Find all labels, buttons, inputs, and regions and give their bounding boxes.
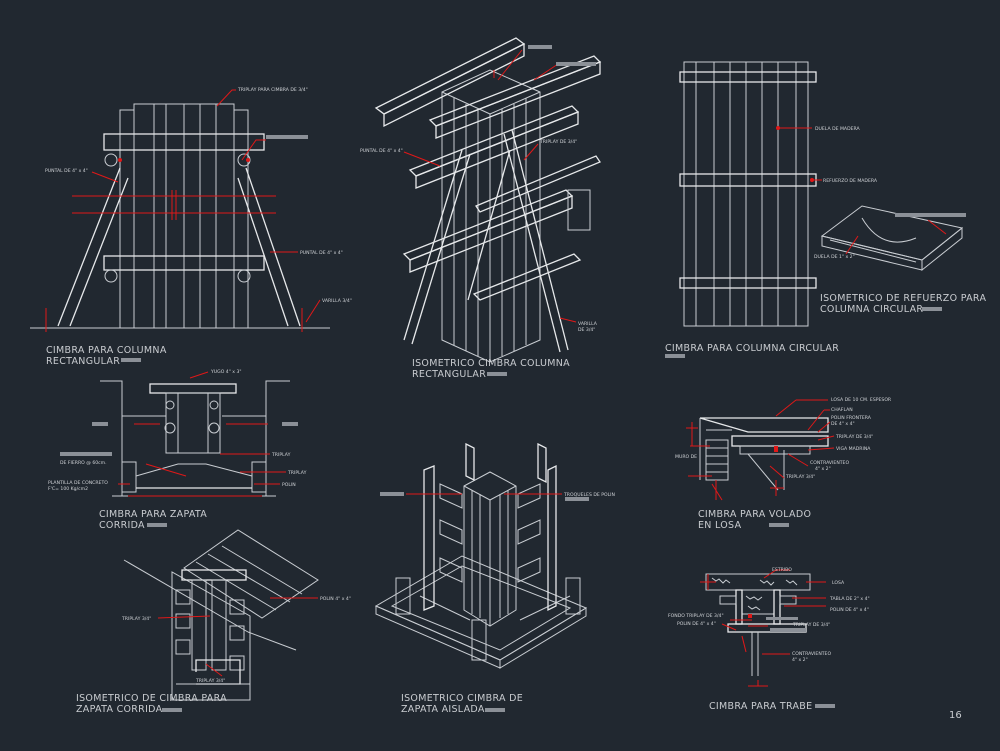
title-line-1: CIMBRA PARA COLUMNA CIRCULAR bbox=[665, 343, 839, 354]
label-yugo: YUGO 4" x 3" bbox=[210, 369, 242, 375]
label-chaflan: CHAFLAN bbox=[831, 407, 853, 413]
title-line-1: CIMBRA PARA VOLADO bbox=[698, 509, 811, 520]
label-polin: POLIN bbox=[282, 482, 296, 488]
label-polin-1: POLIN FRONTERA bbox=[831, 415, 872, 421]
label-polin-2: DE 4" x 4" bbox=[831, 421, 855, 427]
title-line-1: CIMBRA PARA TRABE bbox=[709, 701, 812, 712]
label-triplay: TRIPLAY PARA CIMBRA DE 3/4" bbox=[237, 87, 308, 93]
label-troqueles: TROQUELES DE POLIN bbox=[563, 492, 615, 498]
title-line-1: ISOMETRICO DE CIMBRA PARA bbox=[76, 693, 227, 704]
label-losa: LOSA bbox=[832, 580, 845, 586]
detail-circular-column-reinforcement-iso: DUELA DE 1" x 2" ISOMETRICO DE REFUERZO … bbox=[814, 205, 986, 315]
detail-isometric-rectangular-column: PUNTAL DE 4" x 4" TRIPLAY DE 3/4" VARILL… bbox=[360, 37, 602, 380]
title-line-2: COLUMNA CIRCULAR bbox=[820, 304, 923, 315]
label-losa: LOSA DE 10 CM. ESPESOR bbox=[831, 397, 892, 403]
label-triplay: TRIPLAY DE 3/4" bbox=[835, 434, 873, 440]
label-contra-2: 4" x 2" bbox=[815, 466, 831, 472]
title-line-1: ISOMETRICO DE REFUERZO PARA bbox=[820, 293, 986, 304]
label-tabla: TABLA DE 2" x 4" bbox=[829, 596, 870, 602]
detail-strip-footing-isometric: TRIPLAY 3/4" POLIN 4" x 4" TRIPLAY 3/4" … bbox=[76, 529, 351, 715]
detail-circular-column-formwork: DUELA DE MADERA REFUERZO DE MADERA CIMBR… bbox=[665, 61, 878, 358]
detail-slab-overhang-formwork: LOSA DE 10 CM. ESPESOR CHAFLAN POLIN FRO… bbox=[675, 397, 892, 531]
label-refuerzo: REFUERZO DE MADERA bbox=[823, 178, 878, 184]
label-varilla-1: VARILLA bbox=[578, 321, 598, 327]
title-line-2: CORRIDA bbox=[99, 520, 145, 531]
label-triplay-1: TRIPLAY bbox=[271, 452, 291, 458]
page-number: 16 bbox=[949, 710, 962, 721]
label-duela: DUELA DE MADERA bbox=[815, 126, 861, 132]
label-contra-1: CONTRAVIENTEO bbox=[810, 460, 849, 466]
label-plantilla-2: F'C= 100 Kg/cm2 bbox=[48, 486, 88, 492]
detail-strip-footing-formwork: YUGO 4" x 3" TRIPLAY TRIPLAY POLIN DE FI… bbox=[48, 369, 307, 531]
title-line-2: ZAPATA AISLADA bbox=[401, 704, 485, 715]
label-puntal-right: PUNTAL DE 4" x 4" bbox=[300, 250, 343, 256]
title-line-1: ISOMETRICO CIMBRA DE bbox=[401, 693, 523, 704]
label-plantilla-1: PLANTILLA DE CONCRETO bbox=[48, 480, 108, 486]
title-line-2: EN LOSA bbox=[698, 520, 742, 531]
detail-rectangular-column-formwork: TRIPLAY PARA CIMBRA DE 3/4" PUNTAL DE 4"… bbox=[30, 87, 352, 367]
label-contra-1: CONTRAVIENTEO bbox=[792, 651, 831, 657]
label-polin-2: POLIN DE 4" x 4" bbox=[677, 621, 716, 627]
label-triplay-2: TRIPLAY 3/4" bbox=[785, 474, 815, 480]
detail-isolated-footing-isometric: TROQUELES DE POLIN ISOMETRICO CIMBRA DE … bbox=[374, 442, 615, 715]
label-fierro: DE FIERRO @ 60cm. bbox=[60, 460, 107, 466]
title-line-2: RECTANGULAR bbox=[46, 356, 120, 367]
label-puntal: PUNTAL DE 4" x 4" bbox=[360, 148, 403, 154]
label-viga: VIGA MADRINA bbox=[836, 446, 871, 452]
label-triplay-1: TRIPLAY 3/4" bbox=[121, 616, 151, 622]
label-polin-1: POLIN DE 4" x 4" bbox=[830, 607, 869, 613]
title-line-1: ISOMETRICO CIMBRA COLUMNA bbox=[412, 358, 570, 369]
title-line-1: CIMBRA PARA ZAPATA bbox=[99, 509, 207, 520]
label-puntal-left: PUNTAL DE 4" x 4" bbox=[45, 168, 88, 174]
detail-beam-formwork: ESTRIBO LOSA TABLA DE 2" x 4" POLIN DE 4… bbox=[668, 567, 870, 712]
label-triplay: TRIPLAY DE 3/4" bbox=[539, 139, 577, 145]
label-estribo: ESTRIBO bbox=[772, 567, 792, 573]
label-contra-2: 4" x 2" bbox=[792, 657, 808, 663]
label-triplay-2: TRIPLAY bbox=[287, 470, 307, 476]
label-muro: MURO DE bbox=[675, 454, 697, 460]
title-line-2: ZAPATA CORRIDA bbox=[76, 704, 163, 715]
label-triplay-2: TRIPLAY 3/4" bbox=[195, 678, 225, 684]
label-duela: DUELA DE 1" x 2" bbox=[814, 254, 855, 260]
title-line-1: CIMBRA PARA COLUMNA bbox=[46, 345, 167, 356]
title-line-2: RECTANGULAR bbox=[412, 369, 486, 380]
label-triplay: TRIPLAY DE 3/4" bbox=[792, 622, 830, 628]
label-fondo: FONDO TRIPLAY DE 3/4" bbox=[668, 613, 724, 619]
label-varilla: VARILLA 3/4" bbox=[322, 298, 352, 304]
label-polin: POLIN 4" x 4" bbox=[320, 596, 351, 602]
label-varilla-2: DE 3/4" bbox=[578, 327, 595, 333]
